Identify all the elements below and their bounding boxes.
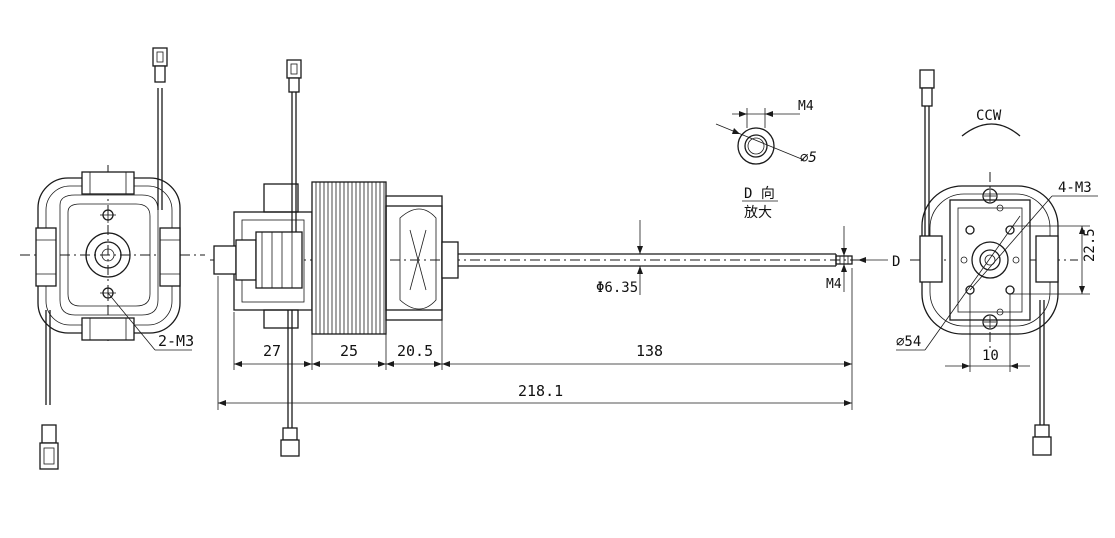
detail-caption-1: D 向 <box>744 186 775 202</box>
dim-22-5: 22.5 <box>1082 228 1098 262</box>
dim-10: 10 <box>982 348 999 364</box>
detail-diameter: ⌀5 <box>800 150 817 166</box>
rear-view: CCW <box>896 69 1098 456</box>
label-shaft-thread: M4 <box>826 277 842 292</box>
dim-54: ⌀54 <box>896 334 921 350</box>
dim-138: 138 <box>636 342 663 360</box>
dim-20-5: 20.5 <box>397 342 433 360</box>
detail-thread: M4 <box>798 99 814 114</box>
detail-caption-2: 放大 <box>744 205 772 221</box>
dim-total: 218.1 <box>518 382 563 400</box>
label-view-d: D <box>892 254 900 270</box>
label-4-m3: 4-M3 <box>1058 180 1092 196</box>
dim-25: 25 <box>340 342 358 360</box>
dim-27: 27 <box>263 342 281 360</box>
front-view: 2-M3 <box>20 47 205 470</box>
side-view: Φ6.35 M4 D 27 25 20.5 138 218.1 <box>210 59 900 457</box>
label-2-m3: 2-M3 <box>158 332 194 350</box>
detail-view-d: M4 ⌀5 D 向 放大 <box>715 99 817 221</box>
label-shaft-diameter: Φ6.35 <box>596 280 638 296</box>
label-ccw: CCW <box>976 108 1002 124</box>
